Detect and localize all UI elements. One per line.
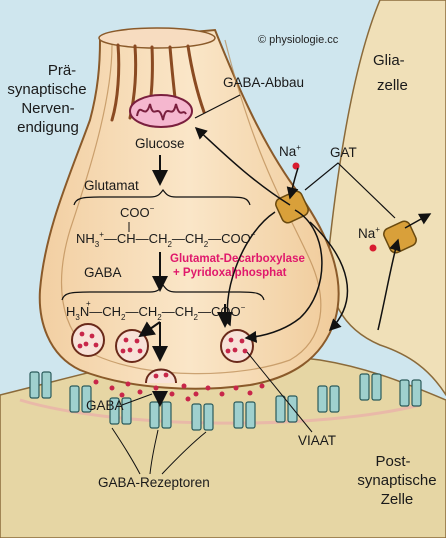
svg-text:Prä-: Prä- <box>48 62 76 79</box>
gaba-cleft-label: GABA <box>86 398 124 413</box>
vesicle-2 <box>115 329 149 363</box>
svg-text:synaptische: synaptische <box>357 472 436 489</box>
gaba-abbau-pointer <box>194 94 241 119</box>
svg-text:+: + <box>86 299 91 308</box>
gaba-formula: + H3N—CH2—CH2—CH2—COO− <box>66 299 246 322</box>
terminal-inner-membrane <box>60 39 322 375</box>
gaba-brace <box>61 283 265 301</box>
copyright-text: © physiologie.cc <box>258 34 339 46</box>
viaat-pointer <box>246 351 313 433</box>
gaba-abbau-label: GABA-Abbau <box>223 75 304 90</box>
svg-text:Na+: Na+ <box>358 225 380 241</box>
svg-text:Glia-: Glia- <box>373 52 405 69</box>
glia-label: Glia- zelle <box>373 52 408 94</box>
svg-text:synaptische: synaptische <box>7 81 86 98</box>
vesicle-3 <box>220 329 254 363</box>
receptor-pointers <box>111 427 207 475</box>
svg-text:Na+: Na+ <box>279 143 301 159</box>
svg-text:Nerven-: Nerven- <box>21 100 74 117</box>
postsyn-edge-pink <box>19 398 421 425</box>
svg-text:endigung: endigung <box>17 119 79 136</box>
vesicles <box>71 323 254 384</box>
svg-text:NH3+—CH—CH2—CH2—COO−: NH3+—CH—CH2—CH2—COO− <box>76 230 256 249</box>
postsynaptic-label: Post- synaptische Zelle <box>357 453 436 508</box>
na-ion-glia: Na+ <box>358 225 380 252</box>
uptake-arrows <box>194 126 432 343</box>
enzyme-line2: + Pyridoxalphosphat <box>173 267 287 279</box>
svg-text:Post-: Post- <box>375 453 410 470</box>
mitochondrion <box>129 94 193 128</box>
axon-cut-surface <box>98 27 216 49</box>
gaba-cleft-pointer <box>121 393 153 406</box>
svg-text:Zelle: Zelle <box>381 491 414 508</box>
gat-transporter-neuron <box>275 190 309 224</box>
gat-label: GAT <box>330 145 357 160</box>
enzyme-line1: Glutamat-Decarboxylase <box>170 253 305 265</box>
glutamat-label: Glutamat <box>84 178 139 193</box>
svg-text:zelle: zelle <box>377 77 408 94</box>
vesicle-1 <box>71 323 105 357</box>
gaba-in-cleft <box>93 379 265 402</box>
svg-text:H3N—CH2—CH2—CH2—COO−: H3N—CH2—CH2—CH2—COO− <box>66 303 246 322</box>
gaba-rezeptoren-label: GABA-Rezeptoren <box>98 475 210 490</box>
presynaptic-label: Prä- synaptische Nerven- endigung <box>7 62 86 136</box>
na-ion-neuron: Na+ <box>279 143 301 170</box>
vesicle-fusing <box>145 368 177 384</box>
glutamat-brace <box>73 188 251 206</box>
glutamate-formula: COO− NH3+—CH—CH2—CH2—COO− <box>76 204 256 249</box>
gaba-receptors <box>29 371 422 431</box>
svg-text:COO−: COO− <box>120 204 155 220</box>
gat-pointer-lines <box>304 162 396 219</box>
glucose-label: Glucose <box>135 136 185 151</box>
viaat-label: VIAAT <box>298 433 336 448</box>
gaba-label-upper: GABA <box>84 265 122 280</box>
